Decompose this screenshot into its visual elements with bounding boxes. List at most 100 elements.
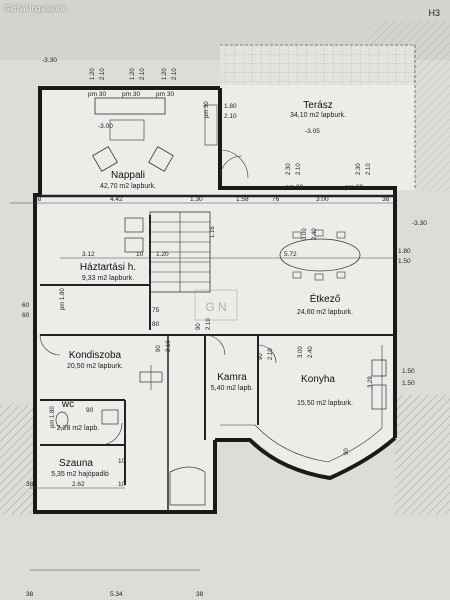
room-konyha-area: 15,50 m2 lapburk. — [297, 400, 353, 407]
dim-ko-a: 3.00 — [298, 346, 304, 358]
level-nappali: -3.00 — [98, 123, 113, 130]
gym-equipment — [139, 365, 163, 390]
dim-sz-10b: 10 — [118, 481, 126, 488]
room-haztartasi-area: 9,33 m2 lapburk. — [82, 275, 134, 282]
dim-window-d: 2.10 — [140, 68, 146, 80]
dim-row1-5: 3.00 — [316, 196, 329, 203]
dim-row1-6: 38 — [382, 196, 390, 203]
staircase — [149, 211, 211, 293]
dim-c210a: 2.10 — [166, 340, 172, 352]
dim-et-b: 2.40 — [312, 228, 318, 240]
dim-pm30-terasz-b: pm 30 — [345, 184, 363, 191]
dim-ko-c: 3.28 — [368, 376, 374, 388]
room-kondiszoba-area: 20,50 m2 lapburk. — [67, 363, 123, 370]
dim-ko-d: 90 — [344, 448, 350, 455]
dim-c75: 75 — [152, 307, 160, 314]
dim-window-a: 1.20 — [90, 68, 96, 80]
room-nappali-name: Nappali — [111, 170, 145, 181]
logo-mark — [194, 289, 238, 321]
room-wc-area: 2,28 m2 lapb. — [57, 425, 99, 432]
room-szauna-area: 5,35 m2 hajópadló — [51, 471, 109, 478]
room-etkezo-name: Étkező — [310, 292, 341, 305]
kitchen-sink — [371, 359, 387, 377]
sink — [101, 409, 119, 425]
cooktop — [371, 384, 387, 410]
room-kondiszoba-name: Kondiszoba — [69, 350, 122, 361]
dim-row1-4: 76 — [272, 196, 280, 203]
dim-c90b: 90 — [196, 323, 202, 330]
dim-window-f: 2.10 — [172, 68, 178, 80]
dim-sz-10: 10 — [118, 458, 126, 465]
dim-mid-right: 1.80 — [398, 248, 411, 255]
dim-bottom-38b: 38 — [196, 591, 204, 598]
dim-ter-a: 2.30 — [286, 163, 292, 175]
room-terasz-name: Terász — [303, 100, 332, 111]
watermark-text: Global Ingatlanok — [4, 4, 67, 13]
dim-pm30-terasz-a: pm 30 — [285, 184, 303, 191]
sheet-code: H3 — [428, 8, 440, 18]
dim-pm30-b: pm 30 — [122, 91, 140, 98]
shower-tray — [169, 466, 206, 506]
dim-row1-1: 4.42 — [110, 196, 123, 203]
dim-ko-r2: 1.50 — [402, 380, 415, 387]
level-right: -3.30 — [412, 220, 427, 227]
logo-text: G N — [205, 300, 226, 314]
room-kamra-name: Kamra — [217, 372, 247, 383]
dim-row1-3: 1.58 — [236, 196, 249, 203]
dim-pm30-side: pm 30 — [204, 101, 210, 118]
room-szauna-name: Szauna — [59, 458, 93, 469]
dim-c90c: 90 — [258, 353, 264, 360]
dim-window-e: 1.20 — [162, 68, 168, 80]
outer-wall-right — [218, 88, 397, 438]
dim-door-b: 2.10 — [224, 113, 237, 120]
dim-c210b: 2.10 — [206, 318, 212, 330]
outer-wall-kitchen-bay — [215, 436, 397, 481]
kitchen-counter-line — [220, 345, 383, 463]
dim-window-b: 2.10 — [100, 68, 106, 80]
dim-pm30-a: pm 30 — [88, 91, 106, 98]
dim-ter-b: 2.10 — [296, 163, 302, 175]
dim-ko-r1: 1.50 — [402, 368, 415, 375]
dim-sz-262: 2.62 — [72, 481, 85, 488]
dim-wc-pm: pm 1.80 — [50, 406, 56, 428]
dim-bottom-38a: 38 — [26, 591, 34, 598]
room-wc-name: wc — [61, 399, 74, 410]
room-kamra-area: 5,40 m2 lapb. — [211, 385, 253, 392]
dim-c210c: 2.10 — [268, 348, 274, 360]
room-nappali-area: 42,70 m2 lapburk. — [100, 183, 156, 190]
dim-stair-a: 1.16 — [210, 226, 216, 238]
dim-ter-c: 2.30 — [356, 163, 362, 175]
dim-wc-90: 90 — [86, 407, 94, 414]
dim-window-c: 1.20 — [130, 68, 136, 80]
outer-wall-left — [33, 86, 220, 514]
room-etkezo-area: 24,60 m2 lapburk. — [297, 309, 353, 316]
dim-row1-0: 38 — [34, 196, 42, 203]
dim-left-60b: 60 — [22, 312, 30, 319]
dim-c90a: 90 — [156, 345, 162, 352]
toilet — [55, 411, 69, 429]
room-terasz-area: 34,10 m2 lapburk. — [290, 112, 346, 119]
dim-mid-d: 5.72 — [284, 251, 297, 258]
room-konyha-name: Konyha — [301, 374, 335, 385]
dim-et-a: 3.00 — [302, 228, 308, 240]
dim-mid-b: 10 — [136, 251, 144, 258]
washing-machine — [124, 217, 144, 233]
dim-c80: 80 — [152, 321, 160, 328]
dining-table — [279, 229, 361, 281]
dim-pm180: pm 1.80 — [60, 288, 66, 310]
dim-pm30-c: pm 30 — [156, 91, 174, 98]
dim-ko-b: 2.40 — [308, 346, 314, 358]
dim-door-a: 1.80 — [224, 103, 237, 110]
living-room-furniture — [92, 97, 249, 179]
dim-bottom-534: 5.34 — [110, 591, 123, 598]
ground-hatch-right — [395, 395, 450, 515]
building-floor — [35, 85, 415, 510]
level-terasz: -3.05 — [305, 128, 320, 135]
dim-sz-38a: 38 — [26, 481, 34, 488]
dim-mid-c: 1.20 — [156, 251, 169, 258]
ground-hatch-left — [0, 405, 38, 515]
dim-left-60a: 60 — [22, 302, 30, 309]
dim-mid-right2: 1.50 — [398, 258, 411, 265]
level-top-left: -3.30 — [42, 57, 57, 64]
